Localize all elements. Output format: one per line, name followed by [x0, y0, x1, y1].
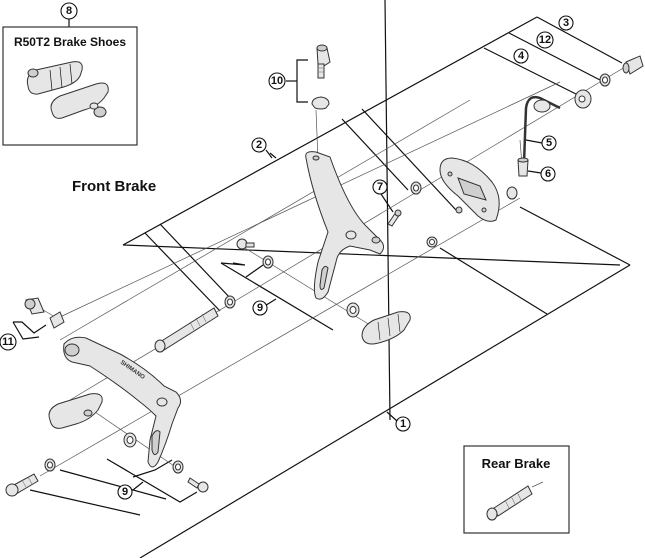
brake-shoe-rear — [48, 393, 103, 429]
brake-shoes-inset: R50T2 Brake Shoes 8 — [2, 2, 138, 146]
svg-text:9: 9 — [257, 302, 263, 314]
svg-text:4: 4 — [518, 50, 525, 62]
svg-text:9: 9 — [122, 486, 128, 498]
adjusting-washer — [574, 89, 592, 109]
cable-adjusting-bolt — [311, 44, 331, 110]
callout-11: 11 — [0, 333, 17, 351]
svg-text:1: 1 — [400, 418, 406, 430]
shoe-fixing-bolt-upper — [236, 238, 255, 250]
callout-2: 2 — [251, 137, 267, 153]
callout-3: 3 — [558, 15, 574, 31]
callout-4: 4 — [513, 48, 529, 64]
svg-text:7: 7 — [377, 181, 383, 193]
spring-bushing — [517, 157, 529, 177]
cam-fixing-bolt — [387, 209, 402, 227]
callout-12: 12 — [536, 31, 554, 49]
shoe-fixing-bolt-lower — [187, 477, 209, 493]
callout-1: 1 — [395, 416, 411, 432]
callout-9-lower: 9 — [117, 484, 133, 500]
callout-10: 10 — [268, 72, 286, 90]
cap-nut — [622, 55, 644, 75]
svg-text:12: 12 — [539, 34, 551, 46]
callout-9-middle: 9 — [252, 300, 268, 316]
svg-text:2: 2 — [256, 139, 262, 151]
svg-text:6: 6 — [545, 168, 551, 180]
brake-shoe-front — [361, 311, 411, 345]
rear-brake-bolt — [486, 481, 544, 521]
mounting-bolt — [5, 473, 39, 497]
cam-plate — [439, 157, 500, 222]
rear-brake-inset: Rear Brake — [463, 445, 570, 534]
callout-8: 8 — [60, 2, 78, 20]
svg-text:10: 10 — [271, 75, 283, 87]
caliper-main-arm: SHIMANO — [63, 336, 182, 468]
nut — [455, 186, 518, 214]
callout-6: 6 — [540, 166, 556, 182]
svg-text:3: 3 — [563, 17, 569, 29]
svg-text:5: 5 — [546, 137, 552, 149]
washers — [44, 73, 611, 474]
leader-lines-detail — [12, 59, 543, 503]
inset-title-brake-shoes: R50T2 Brake Shoes — [14, 35, 126, 49]
caliper-arm — [305, 151, 384, 300]
brake-shoe-illustration — [26, 61, 109, 119]
rear-brake-title: Rear Brake — [482, 456, 551, 471]
return-spring — [522, 95, 561, 164]
callout-5: 5 — [541, 135, 557, 151]
svg-text:8: 8 — [66, 5, 72, 17]
svg-text:11: 11 — [2, 336, 14, 348]
front-brake-title: Front Brake — [72, 178, 156, 195]
callout-7: 7 — [372, 179, 388, 195]
pivot-bolt — [154, 307, 219, 353]
cable-fixing-bolt-and-plate — [24, 297, 65, 329]
